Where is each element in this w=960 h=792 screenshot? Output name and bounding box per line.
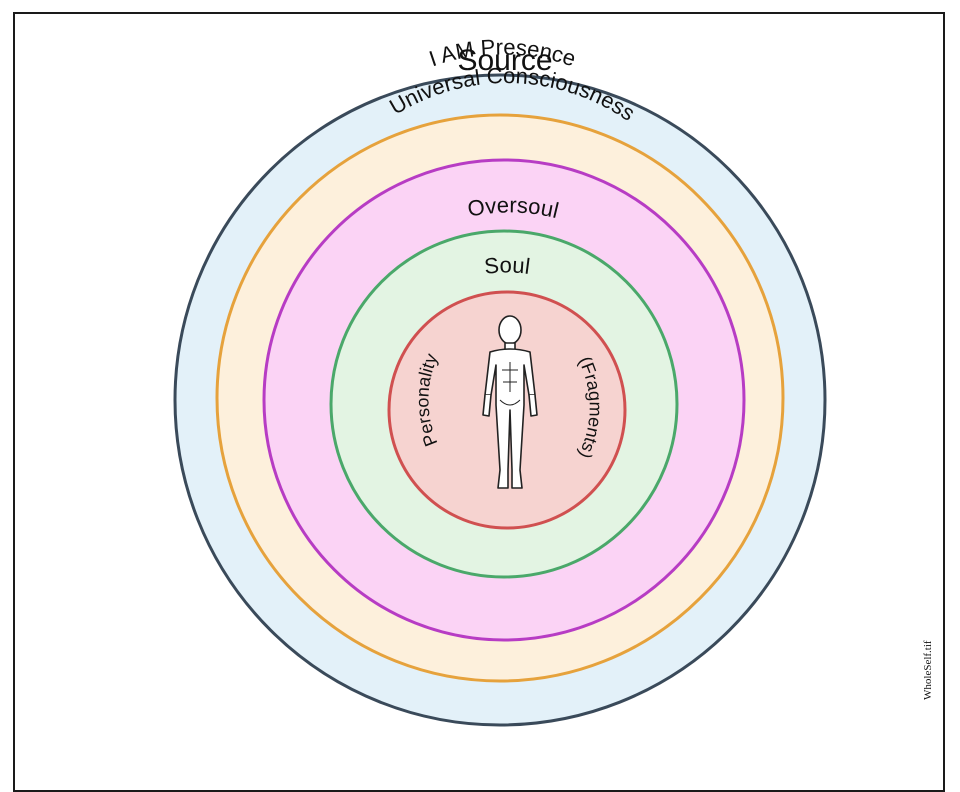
human-figure-icon (482, 315, 538, 489)
label-soul: Soul (483, 252, 532, 279)
file-name-label: WholeSelf.tif (922, 640, 934, 700)
label-source: Source (457, 44, 552, 77)
